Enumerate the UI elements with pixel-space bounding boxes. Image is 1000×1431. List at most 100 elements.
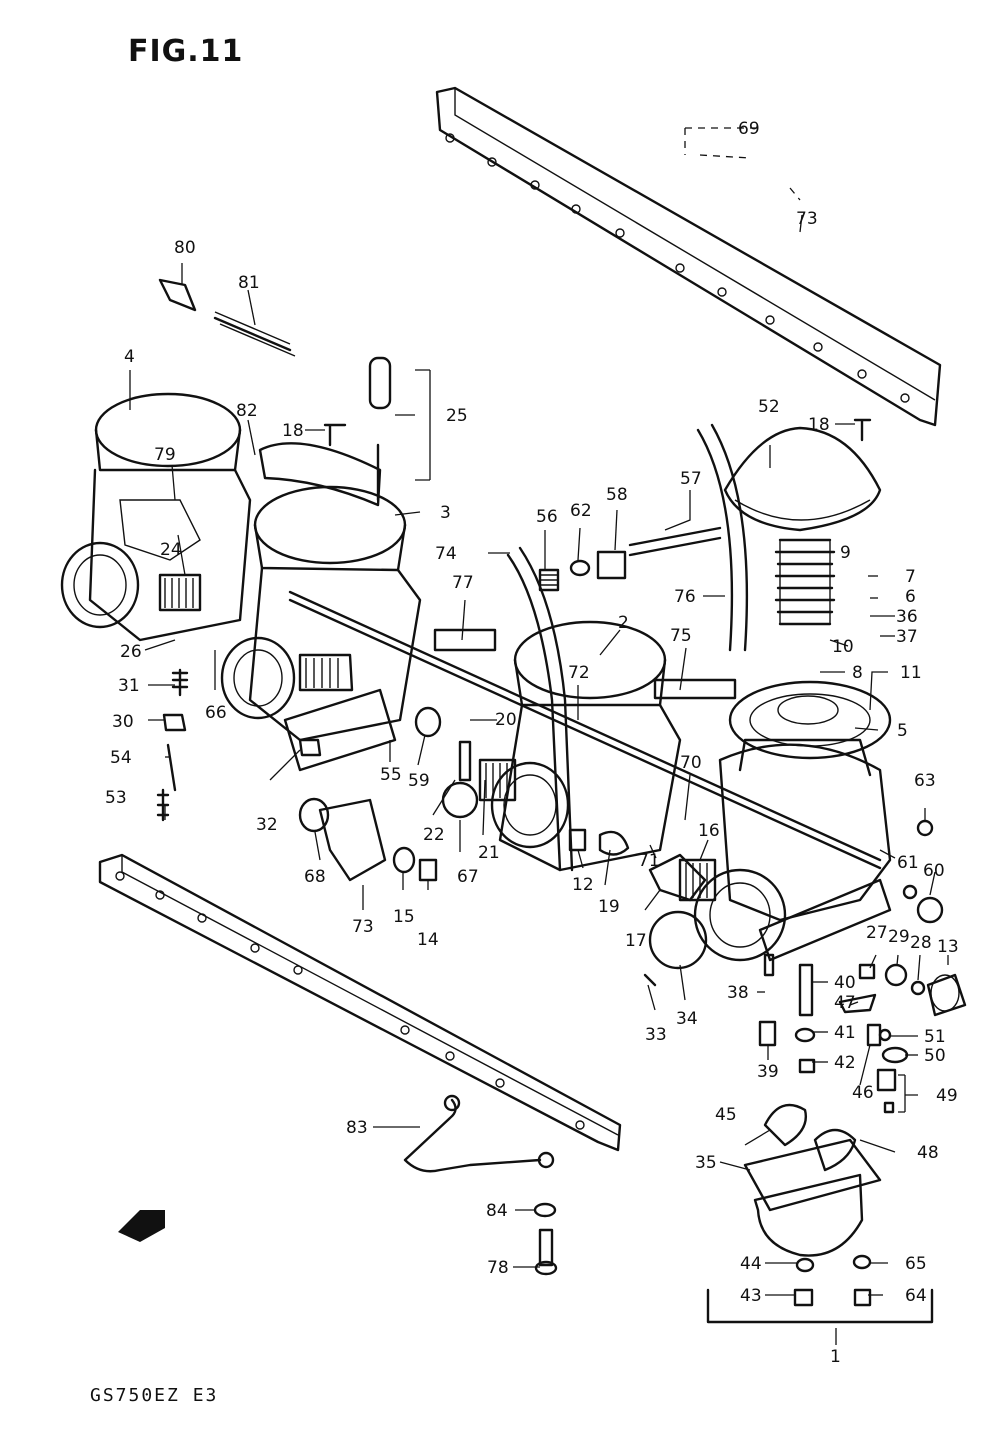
- part-label: 74: [435, 544, 457, 564]
- part-label: 47: [834, 993, 856, 1013]
- part-label: 80: [174, 238, 196, 258]
- part-label: 37: [896, 627, 918, 647]
- part-label: 35: [695, 1153, 717, 1173]
- part-label: 66: [205, 703, 227, 723]
- part-label: 73: [352, 917, 374, 937]
- part-label: 52: [758, 397, 780, 417]
- part-label: 51: [924, 1027, 946, 1047]
- part-label: 28: [910, 933, 932, 953]
- part-label: 84: [486, 1201, 508, 1221]
- part-label: 49: [936, 1086, 958, 1106]
- part-label: 63: [914, 771, 936, 791]
- part-label: 68: [304, 867, 326, 887]
- upper-mounting-plate: [435, 86, 942, 427]
- part-label: 79: [154, 445, 176, 465]
- front-direction-arrow-icon: [118, 1210, 165, 1242]
- part-label: 10: [832, 637, 854, 657]
- carburetor-body-second: [220, 442, 422, 742]
- part-label: 78: [487, 1258, 509, 1278]
- part-label: 64: [905, 1286, 927, 1306]
- part-label: 60: [923, 861, 945, 881]
- vent-hoses: [506, 423, 749, 872]
- part-label: 2: [618, 613, 629, 633]
- part-label: 7: [905, 567, 916, 587]
- part-label: 40: [834, 973, 856, 993]
- part-label: 77: [452, 573, 474, 593]
- part-label: 1: [830, 1347, 841, 1367]
- part-label: 24: [160, 540, 182, 560]
- gasket-wire: [403, 1094, 558, 1276]
- part-label: 11: [900, 663, 922, 683]
- part-label: 20: [495, 710, 517, 730]
- part-label: 29: [888, 927, 910, 947]
- lower-mounting-plate: [98, 853, 622, 1152]
- part-label: 30: [112, 712, 134, 732]
- vacuum-chamber-cap: [723, 426, 882, 532]
- part-label: 3: [440, 503, 451, 523]
- part-label: 36: [896, 607, 918, 627]
- diaphragm: [728, 680, 892, 760]
- leader-lines: [129, 214, 949, 1345]
- part-label: 4: [124, 347, 135, 367]
- part-label: 72: [568, 663, 590, 683]
- part-label: 56: [536, 507, 558, 527]
- part-label: 18: [282, 421, 304, 441]
- part-label: 73: [796, 209, 818, 229]
- part-label: 13: [937, 937, 959, 957]
- part-label: 15: [393, 907, 415, 927]
- part-label: 38: [727, 983, 749, 1003]
- part-label: 67: [457, 867, 479, 887]
- part-label: 50: [924, 1046, 946, 1066]
- part-label: 18: [808, 415, 830, 435]
- part-label: 69: [738, 119, 760, 139]
- part-label: 57: [680, 469, 702, 489]
- part-label: 21: [478, 843, 500, 863]
- part-label: 33: [645, 1025, 667, 1045]
- part-label: 41: [834, 1023, 856, 1043]
- part-label: 76: [674, 587, 696, 607]
- carburetor-body-left: [60, 392, 252, 642]
- part-label: 25: [446, 406, 468, 426]
- part-label: 12: [572, 875, 594, 895]
- model-code-footer: GS750EZ E3: [90, 1385, 219, 1406]
- part-label: 14: [417, 930, 439, 950]
- part-label: 58: [606, 485, 628, 505]
- part-label: 71: [638, 851, 660, 871]
- carburetor-body-third: [478, 620, 682, 872]
- part-number-labels: 1 2 3 4 5 6 7 8 9 10 11 12 13 14 15 16 1…: [105, 119, 959, 1367]
- part-label: 22: [423, 825, 445, 845]
- part-label: 82: [236, 401, 258, 421]
- part-label: 17: [625, 931, 647, 951]
- part-label: 53: [105, 788, 127, 808]
- part-label: 39: [757, 1062, 779, 1082]
- part-label: 42: [834, 1053, 856, 1073]
- part-label: 61: [897, 853, 919, 873]
- piston-spring: [774, 538, 836, 626]
- part-label: 48: [917, 1143, 939, 1163]
- part-label: 75: [670, 626, 692, 646]
- part-label: 83: [346, 1118, 368, 1138]
- part-label: 43: [740, 1286, 762, 1306]
- part-label: 65: [905, 1254, 927, 1274]
- part-label: 55: [380, 765, 402, 785]
- part-label: 6: [905, 587, 916, 607]
- part-label: 45: [715, 1105, 737, 1125]
- part-label: 62: [570, 501, 592, 521]
- part-label: 44: [740, 1254, 762, 1274]
- part-label: 26: [120, 642, 142, 662]
- part-label: 32: [256, 815, 278, 835]
- part-label: 5: [897, 721, 908, 741]
- part-label: 59: [408, 771, 430, 791]
- part-label: 27: [866, 923, 888, 943]
- carburetor-body-right: [678, 738, 892, 962]
- part-label: 34: [676, 1009, 698, 1029]
- part-label: 46: [852, 1083, 874, 1103]
- figure-title: FIG.11: [128, 34, 244, 69]
- part-label: 8: [852, 663, 863, 683]
- assembly-bracket: [706, 1288, 934, 1324]
- part-label: 54: [110, 748, 132, 768]
- throttle-link-rod: [288, 590, 882, 870]
- part-label: 19: [598, 897, 620, 917]
